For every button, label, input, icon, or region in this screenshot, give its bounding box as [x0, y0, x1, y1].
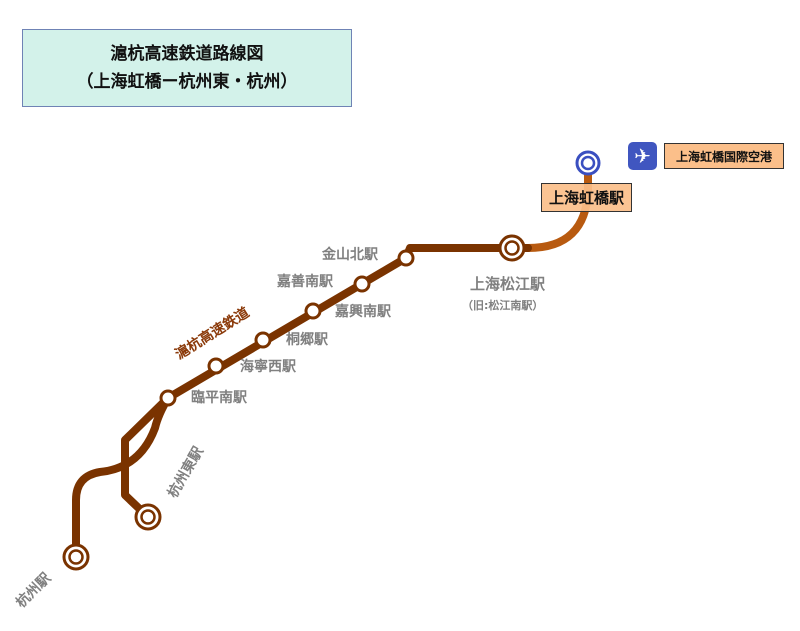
station-songjiang-label: 上海松江駅 — [470, 275, 546, 293]
terminal-markers — [62, 234, 526, 571]
station-jinshan-north-label: 金山北駅 — [322, 247, 378, 263]
station-tongxiang-label: 桐郷駅 — [286, 332, 328, 348]
station-tongxiang-marker — [254, 331, 272, 349]
station-jinshan-north-marker — [397, 249, 415, 267]
station-jiashan-south-marker — [353, 275, 371, 293]
map-title: 滬杭高速鉄道路線図 （上海虹橋ー杭州東・杭州） — [22, 29, 352, 107]
airplane-icon: ✈ — [628, 142, 657, 170]
airport-label: 上海虹橋国際空港 — [664, 143, 784, 169]
title-line-1: 滬杭高速鉄道路線図 — [110, 44, 264, 64]
station-linping-south-marker — [159, 389, 177, 407]
station-linping-south-label: 臨平南駅 — [191, 390, 247, 406]
title-line-2: （上海虹橋ー杭州東・杭州） — [76, 72, 298, 92]
station-songjiang-old-name: （旧:松江南駅） — [462, 299, 544, 312]
station-haining-west-marker — [207, 357, 225, 375]
line-hangzhou-branch — [72, 394, 172, 559]
station-haining-west-label: 海寧西駅 — [240, 359, 296, 375]
station-jiaxing-south-label: 嘉興南駅 — [335, 304, 391, 320]
station-jiaxing-south-marker — [304, 302, 322, 320]
station-hongqiao-label: 上海虹橋駅 — [541, 183, 632, 212]
station-jiashan-south-label: 嘉善南駅 — [277, 274, 333, 290]
